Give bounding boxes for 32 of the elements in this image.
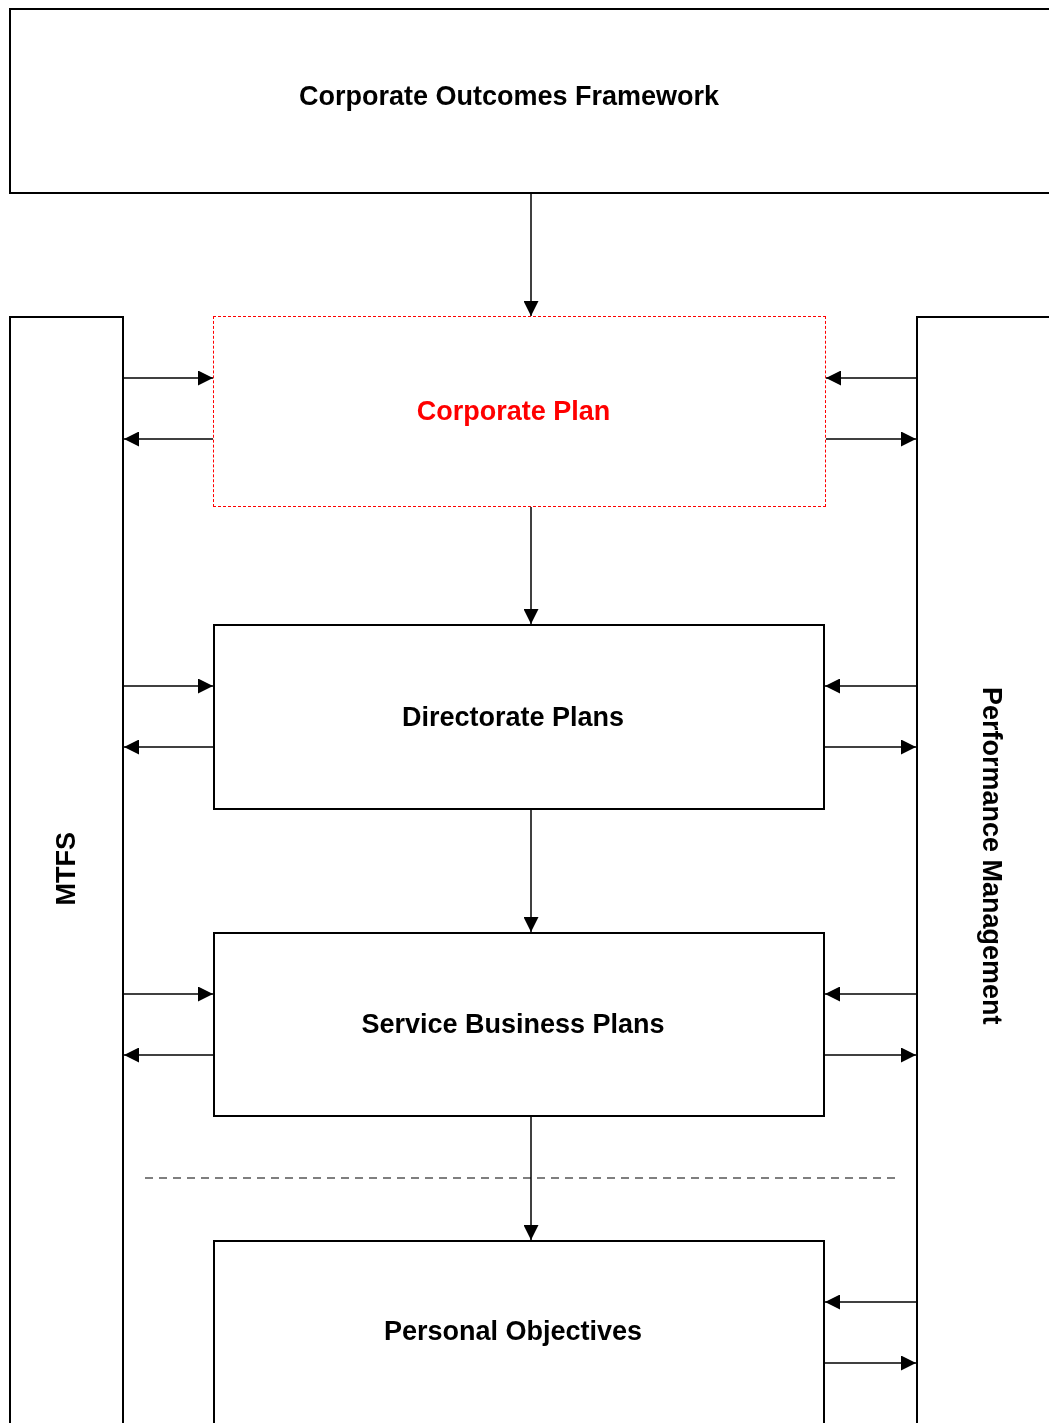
box-label: Corporate Outcomes Framework	[298, 80, 720, 112]
side-column-box	[916, 316, 1049, 1423]
arrow	[123, 986, 214, 1002]
side-column-box	[9, 316, 124, 1423]
column-label: Performance Management	[975, 687, 1007, 1025]
column-label: MTFS	[51, 832, 82, 906]
process-box	[213, 1240, 825, 1423]
process-box	[9, 8, 1049, 194]
arrow	[123, 431, 214, 447]
box-label: Personal Objectives	[383, 1315, 643, 1347]
arrow	[123, 1047, 214, 1063]
box-label: Service Business Plans	[361, 1009, 665, 1040]
arrow	[123, 678, 214, 694]
arrow	[824, 678, 917, 694]
arrow	[123, 739, 214, 755]
process-box	[213, 624, 825, 810]
process-box	[213, 316, 826, 507]
arrow	[523, 506, 539, 625]
arrow	[824, 986, 917, 1002]
arrow	[825, 370, 917, 386]
box-label: Directorate Plans	[401, 701, 625, 733]
arrow	[824, 739, 917, 755]
arrow	[824, 1047, 917, 1063]
arrow	[824, 1355, 917, 1371]
arrow	[824, 1294, 917, 1310]
arrow	[123, 370, 214, 386]
arrow	[825, 431, 917, 447]
arrow	[523, 193, 539, 317]
box-label: Corporate Plan	[416, 396, 611, 427]
arrow	[523, 809, 539, 933]
arrow	[523, 1116, 539, 1241]
process-box	[213, 932, 825, 1117]
